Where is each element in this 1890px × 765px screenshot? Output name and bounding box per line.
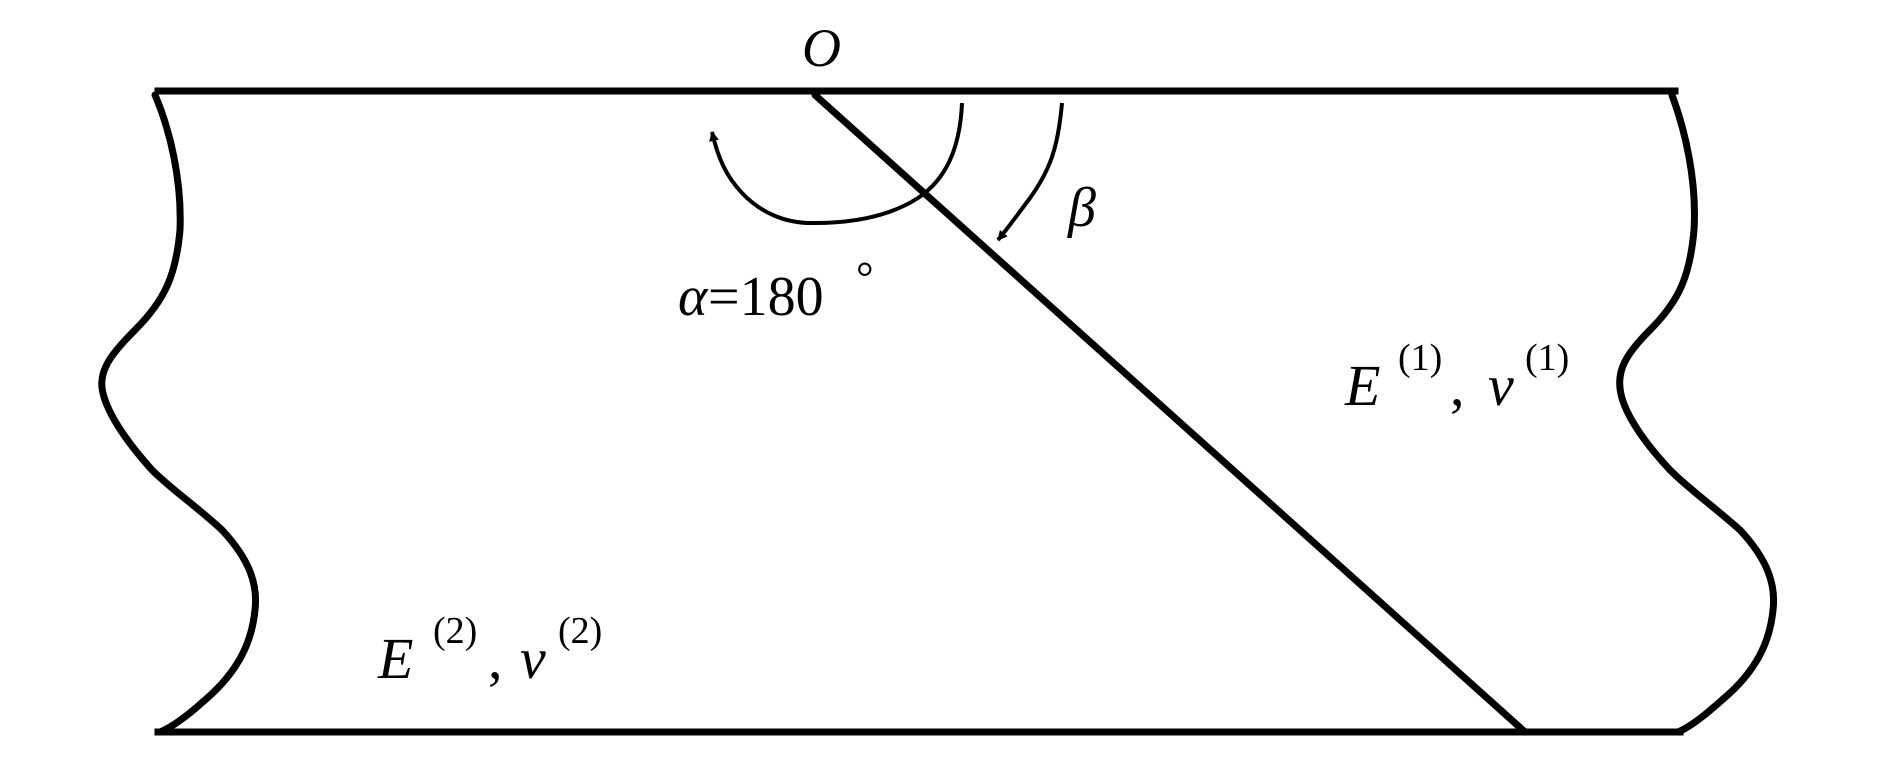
left-break-edge xyxy=(98,91,260,736)
beta-label: β xyxy=(1067,177,1096,239)
alpha-symbol-label: α xyxy=(678,266,709,328)
material1-poisson-symbol: ν xyxy=(1488,353,1514,418)
material2-poisson-superscript: (2) xyxy=(558,610,602,652)
interface-line xyxy=(811,91,1529,736)
origin-label: O xyxy=(802,18,841,78)
material1-modulus-symbol: E xyxy=(1344,353,1380,418)
material1-modulus-superscript: (1) xyxy=(1398,337,1442,379)
alpha-value-label: =180 xyxy=(708,266,824,328)
degree-sign: ° xyxy=(856,253,874,302)
right-break-edge xyxy=(1616,91,1778,736)
material1-separator: , xyxy=(1450,353,1465,418)
material1-poisson-superscript: (1) xyxy=(1525,337,1569,379)
alpha-angle-arc xyxy=(709,102,964,226)
material2-modulus-symbol: E xyxy=(377,626,413,691)
material2-modulus-superscript: (2) xyxy=(433,610,477,652)
material2-separator: , xyxy=(488,626,503,691)
material2-poisson-symbol: ν xyxy=(520,626,546,691)
beta-angle-arc xyxy=(996,102,1064,242)
